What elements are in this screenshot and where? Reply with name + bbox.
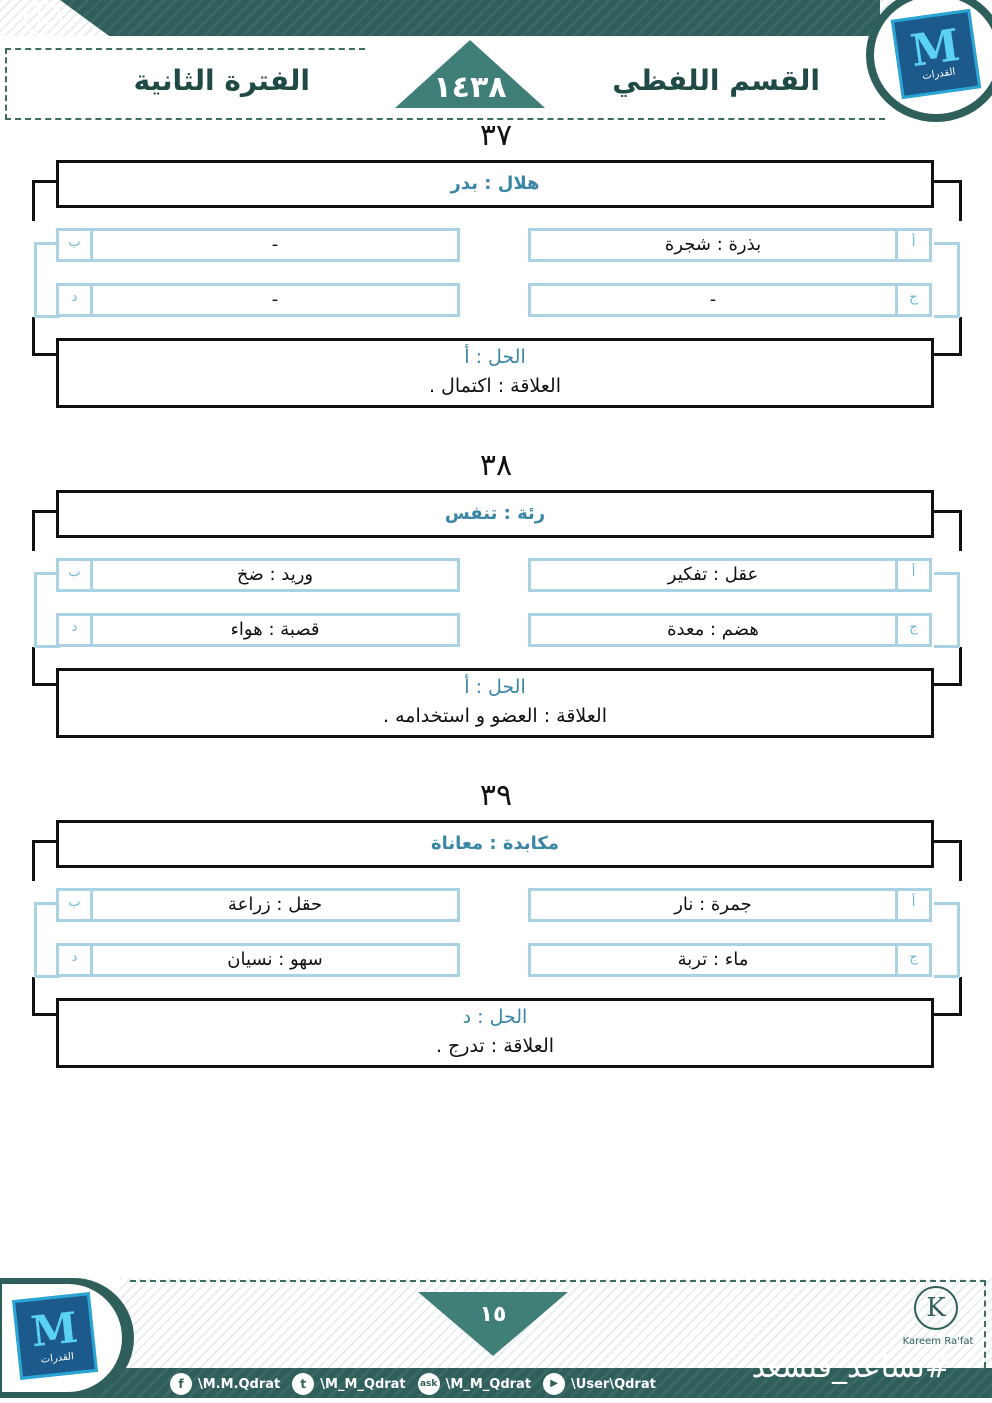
solution-box: الحل : أ العلاقة : اكتمال . xyxy=(56,338,934,408)
question-number: ٣٩ xyxy=(479,778,513,813)
twitter-icon[interactable]: t xyxy=(292,1373,315,1395)
option-text: حقل : زراعة xyxy=(227,894,323,915)
solution-answer: الحل : أ xyxy=(464,346,526,368)
option-letter: ب xyxy=(59,891,93,919)
page-number-badge: ١٥ xyxy=(418,1292,568,1356)
question-number: ٣٨ xyxy=(479,448,513,483)
option-bracket-left xyxy=(34,902,60,978)
brand-name: Kareem Ra'fat xyxy=(10,36,82,47)
brand-k-icon: K xyxy=(24,2,62,36)
qudrat-logo: M القدرات xyxy=(0,1278,134,1398)
bracket-right xyxy=(934,180,963,356)
brand-logo: K Kareem Ra'fat xyxy=(900,1286,976,1350)
ask-icon[interactable]: ask xyxy=(417,1373,440,1395)
solution-relation: العلاقة : العضو و استخدامه . xyxy=(383,705,607,727)
brand-name: Kareem Ra'fat xyxy=(902,1336,974,1347)
option-text: هضم : معدة xyxy=(667,619,759,640)
question-stem: هلال : بدر xyxy=(56,160,934,208)
bracket-right xyxy=(934,840,963,1016)
option-text: وريد : ضخ xyxy=(236,564,314,585)
option-text: قصبة : هواء xyxy=(230,619,320,640)
option-c[interactable]: - ج xyxy=(528,283,932,317)
option-a[interactable]: عقل : تفكير أ xyxy=(528,558,932,592)
solution-answer: الحل : د xyxy=(462,1006,528,1028)
year-badge: ١٤٣٨ xyxy=(395,40,545,108)
footer-bar xyxy=(0,1368,992,1398)
option-text: - xyxy=(271,234,279,255)
option-bracket-left xyxy=(34,242,60,318)
option-d[interactable]: د - xyxy=(56,283,460,317)
option-text: ماء : تربة xyxy=(677,949,749,970)
option-d[interactable]: د سهو : نسيان xyxy=(56,943,460,977)
option-letter: د xyxy=(59,616,93,644)
option-b[interactable]: ب حقل : زراعة xyxy=(56,888,460,922)
option-bracket-right xyxy=(934,902,960,978)
youtube-icon[interactable]: ▶ xyxy=(543,1373,566,1395)
brand-k-icon: K xyxy=(914,1286,958,1330)
qudrat-logo: M القدرات xyxy=(866,0,992,122)
option-text: - xyxy=(709,289,717,310)
option-letter: أ xyxy=(895,891,929,919)
ask-handle[interactable]: \M_M_Qdrat xyxy=(445,1376,532,1392)
facebook-handle[interactable]: \M.M.Qdrat xyxy=(198,1376,281,1392)
option-b[interactable]: ب وريد : ضخ xyxy=(56,558,460,592)
question-stem: مكابدة : معاناة xyxy=(56,820,934,868)
year-text: ١٤٣٨ xyxy=(433,70,507,105)
option-c[interactable]: هضم : معدة ج xyxy=(528,613,932,647)
option-d[interactable]: د قصبة : هواء xyxy=(56,613,460,647)
section-title: القسم اللفظي xyxy=(612,64,820,97)
option-b[interactable]: ب - xyxy=(56,228,460,262)
logo-letter: M xyxy=(28,1302,81,1357)
option-letter: ج xyxy=(895,946,929,974)
option-bracket-right xyxy=(934,242,960,318)
solution-box: الحل : د العلاقة : تدرج . xyxy=(56,998,934,1068)
hashtag: #نساعد_فنسعد xyxy=(751,1350,950,1385)
solution-relation: العلاقة : تدرج . xyxy=(435,1035,555,1057)
option-a[interactable]: جمرة : نار أ xyxy=(528,888,932,922)
question-card: مكابدة : معاناة جمرة : نار أ ب حقل : زرا… xyxy=(31,820,963,1070)
question-card: رئة : تنفس عقل : تفكير أ ب وريد : ضخ هضم… xyxy=(31,490,963,740)
option-bracket-left xyxy=(34,572,60,648)
option-bracket-right xyxy=(934,572,960,648)
social-links: f \M.M.Qdrat t \M_M_Qdrat ask \M_M_Qdrat… xyxy=(170,1372,662,1396)
option-text: - xyxy=(271,289,279,310)
header-frame-top xyxy=(5,48,365,50)
brand-logo: K Kareem Ra'fat xyxy=(6,2,86,48)
bracket-right xyxy=(934,510,963,686)
question-number: ٣٧ xyxy=(479,118,513,153)
option-a[interactable]: بذرة : شجرة أ xyxy=(528,228,932,262)
solution-box: الحل : أ العلاقة : العضو و استخدامه . xyxy=(56,668,934,738)
option-letter: ب xyxy=(59,561,93,589)
option-letter: ج xyxy=(895,616,929,644)
footer-frame xyxy=(130,1280,986,1368)
youtube-handle[interactable]: \User\Qdrat xyxy=(571,1376,656,1392)
option-letter: د xyxy=(59,946,93,974)
option-text: سهو : نسيان xyxy=(227,949,323,970)
solution-answer: الحل : أ xyxy=(464,676,526,698)
solution-relation: العلاقة : اكتمال . xyxy=(428,375,562,397)
facebook-icon[interactable]: f xyxy=(170,1373,192,1395)
option-c[interactable]: ماء : تربة ج xyxy=(528,943,932,977)
page-header: K Kareem Ra'fat الفترة الثانية ١٤٣٨ القس… xyxy=(0,0,992,122)
option-letter: د xyxy=(59,286,93,314)
option-text: بذرة : شجرة xyxy=(664,234,762,255)
page-footer: M القدرات ١٥ K Kareem Ra'fat #نساعد_فنسع… xyxy=(0,1278,992,1403)
book-icon: M القدرات xyxy=(890,8,982,100)
book-icon: M القدرات xyxy=(12,1292,98,1380)
option-letter: ج xyxy=(895,286,929,314)
option-text: عقل : تفكير xyxy=(667,564,759,585)
option-text: جمرة : نار xyxy=(674,894,752,915)
option-letter: أ xyxy=(895,561,929,589)
question-stem: رئة : تنفس xyxy=(56,490,934,538)
page-number: ١٥ xyxy=(479,1302,507,1327)
twitter-handle[interactable]: \M_M_Qdrat xyxy=(320,1376,406,1392)
option-letter: ب xyxy=(59,231,93,259)
header-frame xyxy=(5,48,885,120)
period-title: الفترة الثانية xyxy=(133,64,310,97)
header-band xyxy=(60,0,880,36)
question-card: هلال : بدر بذرة : شجرة أ ب - - ج د - الح… xyxy=(31,160,963,410)
option-letter: أ xyxy=(895,231,929,259)
